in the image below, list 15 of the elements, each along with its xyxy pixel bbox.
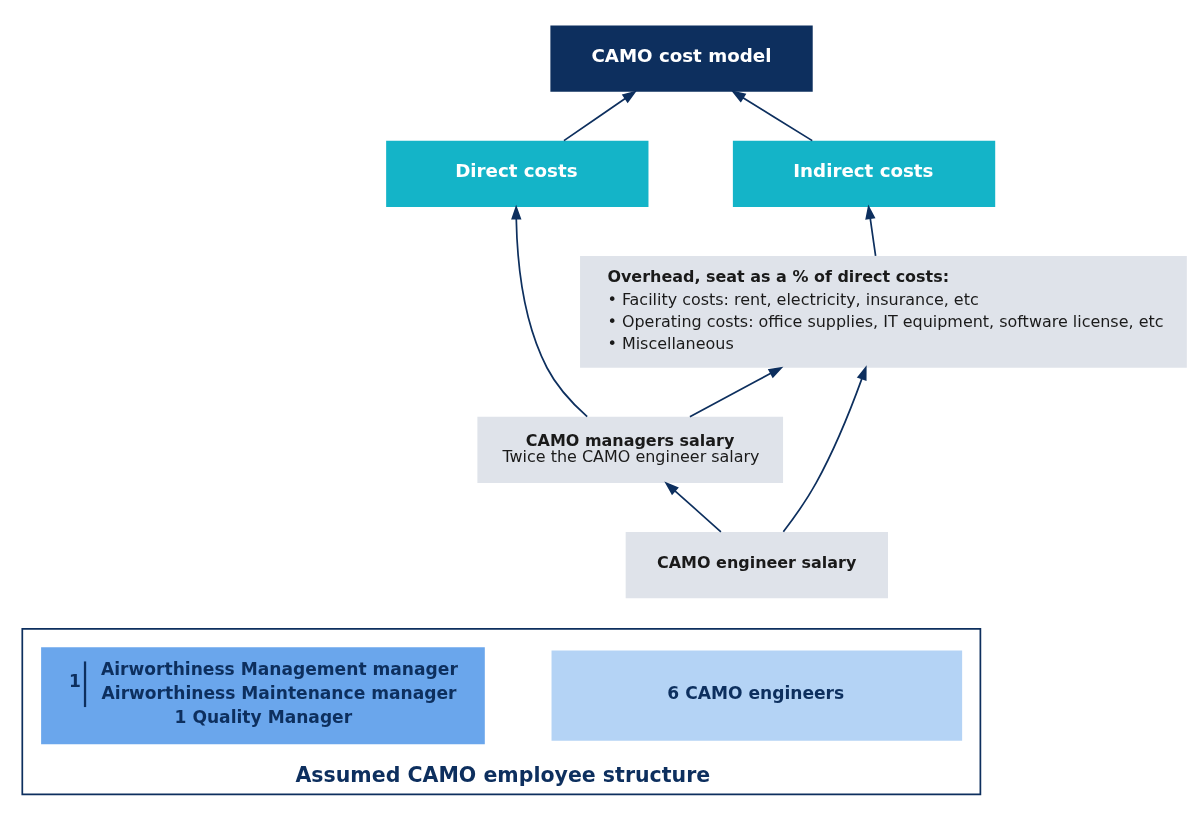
node-box: CAMO cost model bbox=[550, 25, 813, 92]
arrow bbox=[689, 366, 784, 418]
arrow bbox=[865, 203, 877, 257]
node-box: 6 CAMO engineers bbox=[551, 650, 963, 741]
node-box: Direct costs bbox=[386, 140, 649, 207]
node-box: CAMO managers salary Twice the CAMO engineer salary bbox=[477, 416, 784, 483]
arrow bbox=[730, 89, 814, 141]
arrow bbox=[782, 364, 867, 533]
node-box: Overhead, seat as a % of direct costs: • Facility costs: rent, electricity, insurance, etc • Operating costs: office supplies, IT equipment, software license, etc • Miscellaneous bbox=[580, 255, 1187, 368]
node-box: CAMO engineer salary bbox=[625, 531, 888, 598]
node-box: Indirect costs bbox=[732, 140, 996, 207]
arrow bbox=[563, 89, 637, 141]
arrow bbox=[511, 204, 589, 418]
arrow bbox=[664, 480, 722, 533]
node-box: 1 Airworthiness Management manager Airworthiness Maintenance manager 1 Quality Manager bbox=[41, 646, 485, 744]
